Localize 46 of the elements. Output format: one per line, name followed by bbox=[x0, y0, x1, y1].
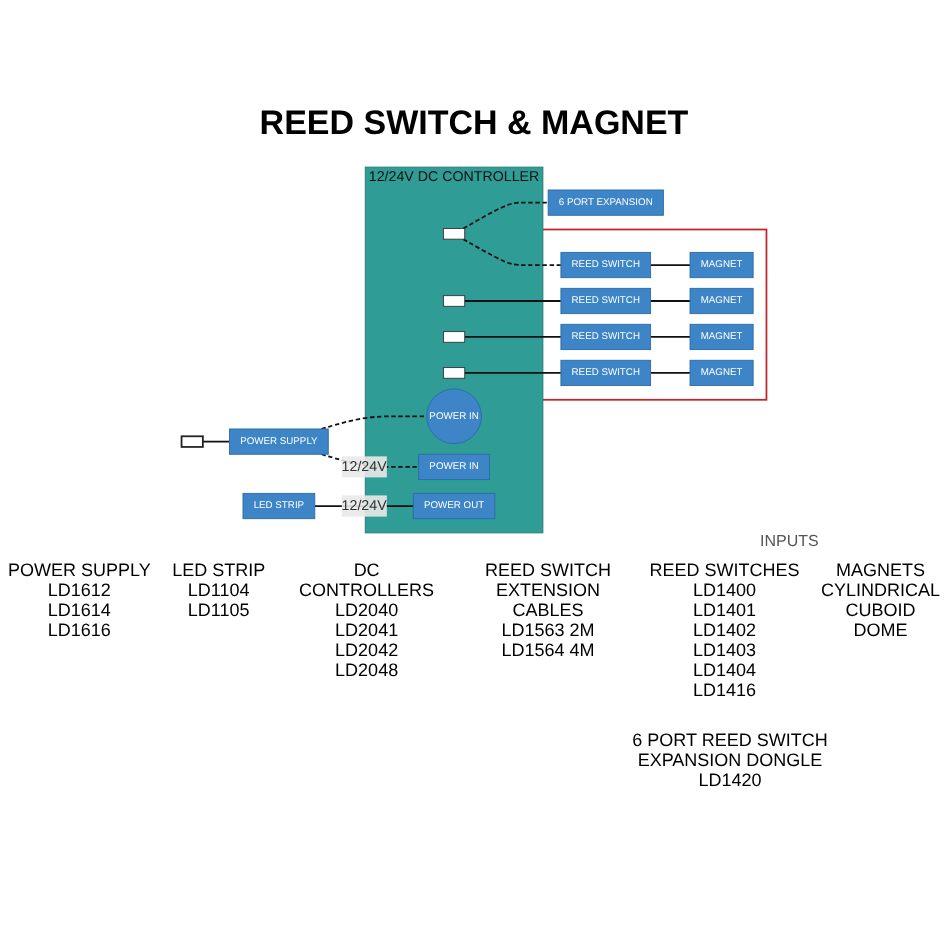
connector bbox=[463, 372, 562, 374]
part-number: CYLINDRICAL bbox=[820, 580, 940, 600]
part-number: LD1564 4M bbox=[501, 640, 595, 660]
part-heading: LED STRIP bbox=[172, 560, 266, 580]
part-number: LD2042 bbox=[335, 640, 399, 660]
connector bbox=[649, 264, 691, 266]
node-box bbox=[180, 435, 204, 448]
part-number: LD1105 bbox=[187, 600, 250, 620]
part-heading: 6 PORT REED SWITCH EXPANSION DONGLE bbox=[630, 730, 830, 770]
part-heading: REED SWITCH EXTENSION CABLES bbox=[483, 560, 614, 620]
part-number: LD1404 bbox=[692, 660, 757, 680]
connector bbox=[201, 440, 231, 443]
connector bbox=[649, 336, 691, 338]
part-number: LD1401 bbox=[692, 600, 757, 620]
part-number: CUBOID bbox=[845, 600, 916, 620]
node-box bbox=[442, 228, 466, 240]
connector bbox=[463, 300, 562, 302]
part-number: LD1104 bbox=[187, 580, 250, 600]
part-heading: DC CONTROLLERS bbox=[297, 560, 437, 600]
part-number: LD2040 bbox=[335, 600, 399, 620]
part-number: LD1612 bbox=[47, 580, 111, 600]
part-number: LD1403 bbox=[692, 640, 757, 660]
part-number: LD1616 bbox=[47, 620, 111, 640]
part-number: LD1400 bbox=[692, 580, 757, 600]
part-number: LD1420 bbox=[698, 770, 762, 790]
port-group-label: INPUTS bbox=[760, 532, 819, 550]
part-number: LD1614 bbox=[47, 600, 111, 620]
part-heading: POWER SUPPLY bbox=[8, 560, 151, 580]
part-number: LD1402 bbox=[692, 620, 757, 640]
node-box bbox=[442, 331, 466, 343]
connector bbox=[462, 201, 550, 230]
part-heading: MAGNETS bbox=[835, 560, 925, 580]
part-number: DOME bbox=[853, 620, 908, 640]
part-heading: REED SWITCHES bbox=[649, 560, 800, 580]
part-number: LD2041 bbox=[335, 620, 399, 640]
connector bbox=[462, 238, 562, 266]
connector bbox=[649, 372, 691, 374]
connector bbox=[463, 336, 562, 338]
part-number: LD2048 bbox=[335, 660, 399, 680]
connector bbox=[320, 415, 428, 430]
part-number: LD1563 2M bbox=[501, 620, 595, 640]
node-box bbox=[442, 367, 466, 379]
part-number: LD1416 bbox=[692, 680, 757, 700]
node-box bbox=[442, 295, 466, 307]
diagram-title: REED SWITCH & MAGNET bbox=[257, 104, 691, 144]
connector bbox=[649, 300, 691, 302]
